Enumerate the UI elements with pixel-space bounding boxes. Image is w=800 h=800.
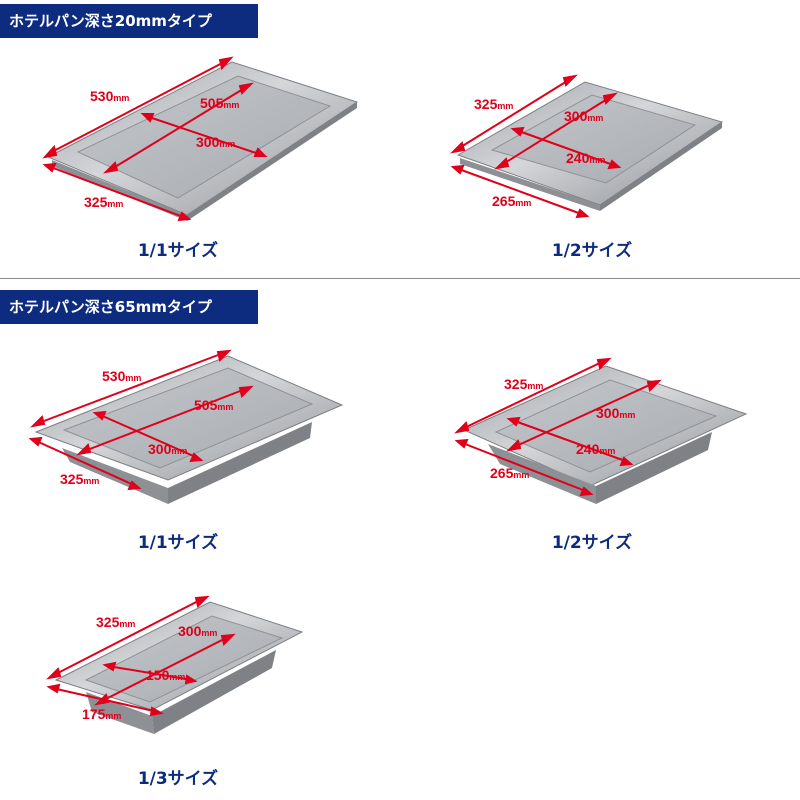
dimension-line <box>51 597 205 677</box>
section-header-65mm: ホテルパン深さ65mmタイプ <box>0 290 258 324</box>
dim-label-inner-width: 300mm <box>148 441 187 457</box>
caption-20mm-full-size: 1/1サイズ <box>137 241 219 261</box>
pan-well <box>76 75 332 199</box>
caption-65mm-full-size: 1/1サイズ <box>137 533 219 553</box>
pan-65mm-half-size: 325mm 300mm 240mm 265mm <box>454 357 748 504</box>
dimension-line <box>511 419 629 463</box>
section-title: ホテルパン深さ20mmタイプ <box>9 12 212 30</box>
caption-65mm-third-size: 1/3サイズ <box>137 769 219 789</box>
dim-label-length: 325mm <box>96 614 135 630</box>
dimension-line <box>81 387 249 453</box>
dimension-line <box>145 115 263 156</box>
section-header-20mm: ホテルパン深さ20mmタイプ <box>0 4 258 38</box>
section-title: ホテルパン深さ65mmタイプ <box>9 298 212 316</box>
dimension-line <box>99 635 231 703</box>
pan-65mm-third-size: 325mm 300mm 150mm 175mm <box>46 595 304 734</box>
dim-label-inner-length: 300mm <box>596 405 635 421</box>
dim-label-length: 325mm <box>474 96 513 112</box>
dimension-line <box>511 381 657 449</box>
pan-edge-side <box>600 122 722 211</box>
pan-wall-side <box>152 650 276 734</box>
pan-65mm-full-size: 530mm 505mm 300mm 325mm <box>28 349 344 504</box>
dim-label-width: 265mm <box>492 193 531 209</box>
dimension-line <box>499 95 613 167</box>
dimension-line <box>51 687 159 713</box>
caption-65mm-half-size: 1/2サイズ <box>551 533 633 553</box>
dim-label-inner-length: 300mm <box>178 623 217 639</box>
dimension-line <box>459 359 607 431</box>
dimension-line <box>107 665 193 681</box>
dim-label-inner-length: 505mm <box>200 95 239 111</box>
dim-label-inner-width: 150mm <box>146 667 185 683</box>
pan-wall-side <box>596 432 712 504</box>
pan-20mm-full-size: 530mm 505mm 300mm 325mm <box>42 56 359 222</box>
dimension-line <box>459 441 589 493</box>
dim-label-length: 530mm <box>102 368 141 384</box>
dim-label-inner-width: 240mm <box>566 150 605 166</box>
pan-wall-side <box>168 422 312 504</box>
pan-well <box>494 379 718 473</box>
dim-label-inner-width: 300mm <box>196 134 235 150</box>
dim-label-width: 175mm <box>82 706 121 722</box>
dimension-line <box>35 351 227 425</box>
dim-label-inner-length: 300mm <box>564 108 603 124</box>
pan-edge-side <box>187 102 357 221</box>
dim-label-width: 325mm <box>84 194 123 210</box>
pan-well <box>490 94 697 184</box>
dim-label-inner-width: 240mm <box>576 441 615 457</box>
dim-label-inner-length: 505mm <box>194 397 233 413</box>
dimension-line <box>455 167 585 216</box>
dimension-line <box>97 413 199 459</box>
section-divider <box>0 278 800 279</box>
dim-label-width: 325mm <box>60 471 99 487</box>
dimension-line <box>47 165 187 219</box>
dimension-line <box>33 439 137 487</box>
pan-well <box>62 367 314 469</box>
dimension-line <box>515 129 617 167</box>
pan-20mm-half-size: 325mm 300mm 240mm 265mm <box>450 74 724 219</box>
dim-label-width: 265mm <box>490 465 529 481</box>
dimension-line <box>47 59 229 155</box>
pan-edge-front <box>460 158 600 211</box>
dim-label-length: 530mm <box>90 88 129 104</box>
caption-20mm-half-size: 1/2サイズ <box>551 241 633 261</box>
dimension-line <box>455 77 573 151</box>
dim-label-length: 325mm <box>504 376 543 392</box>
